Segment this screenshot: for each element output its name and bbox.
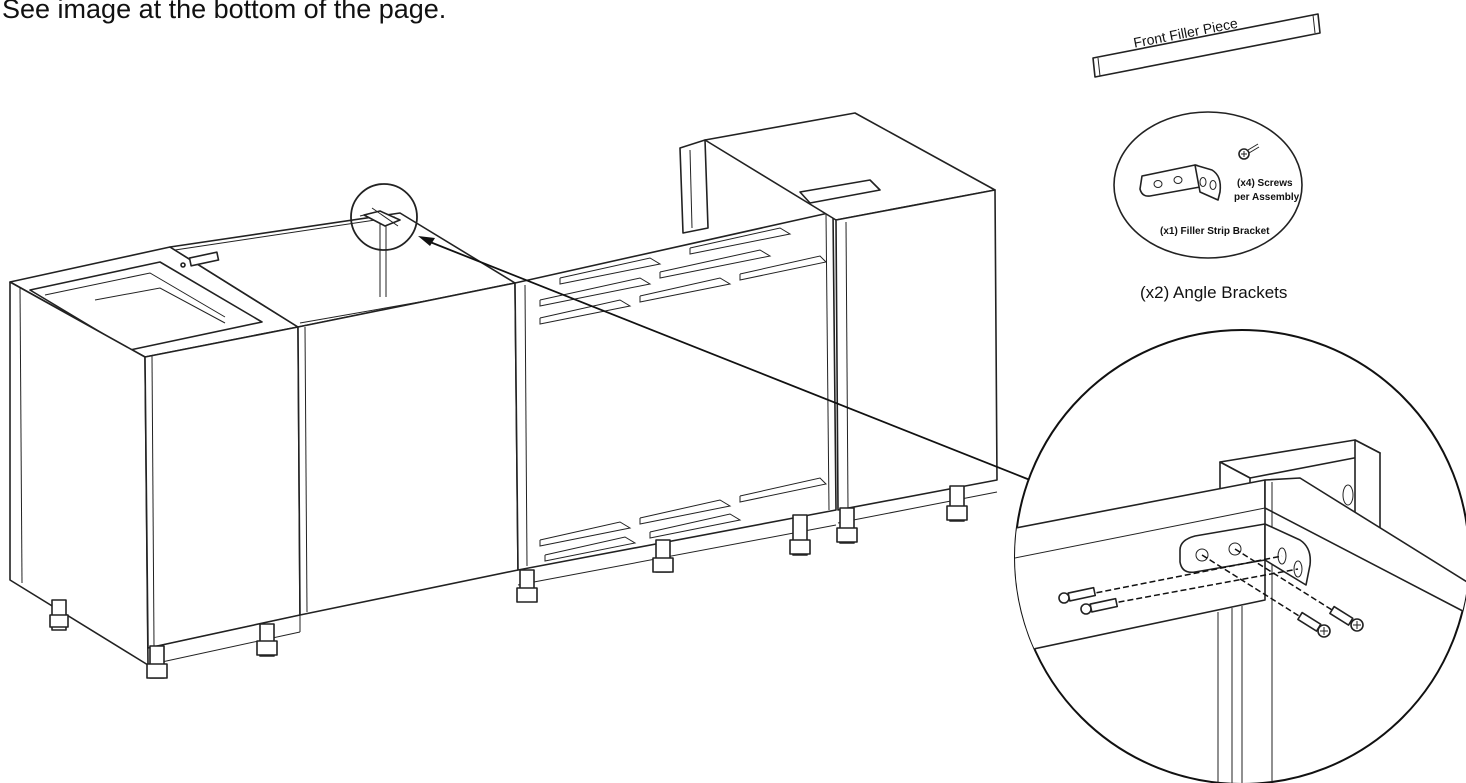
second-cabinet: [169, 183, 519, 616]
instruction-text: See image at the bottom of the page.: [2, 0, 447, 24]
left-cabinet: [9, 246, 301, 679]
filler-strip-bracket-label: (x1) Filler Strip Bracket: [1160, 226, 1270, 237]
leader-line: [418, 236, 1031, 481]
per-assembly-label: per Assembly: [1234, 192, 1300, 203]
third-cabinet: [514, 139, 837, 603]
screw-icon: [1329, 605, 1364, 632]
upper-slots: [539, 227, 828, 325]
fourth-cabinet: [704, 112, 998, 544]
angle-bracket-icon: [1139, 164, 1222, 201]
detail-magnified-circle: [1014, 329, 1466, 783]
angle-brackets-label: (x2) Angle Brackets: [1140, 283, 1288, 302]
hardware-parts-circle: [1113, 111, 1303, 259]
screw-icon: [1238, 143, 1260, 160]
front-filler-piece: [1092, 13, 1321, 78]
screws-label: (x4) Screws: [1237, 178, 1293, 189]
screw-icon: [1058, 586, 1097, 604]
lower-slots: [539, 477, 828, 562]
screw-icon: [1080, 597, 1119, 615]
screw-icon: [1297, 611, 1331, 638]
